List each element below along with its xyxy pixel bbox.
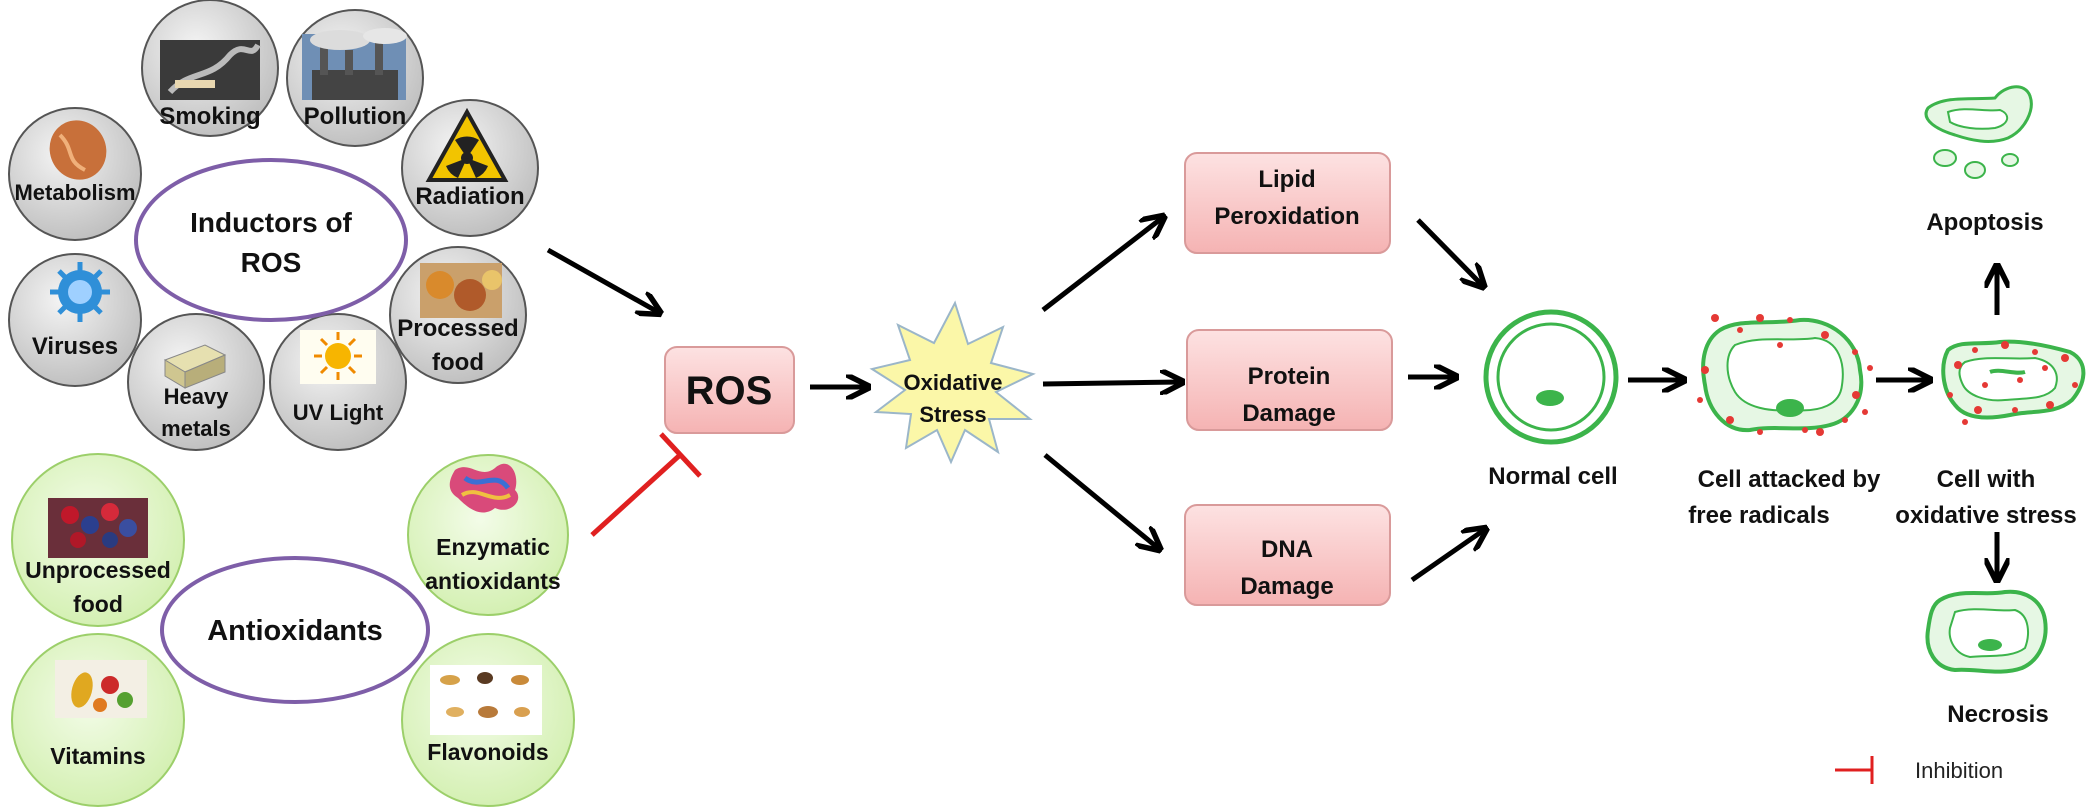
flow-arrows bbox=[546, 218, 1997, 583]
berries-icon bbox=[48, 498, 148, 558]
inductor-label-processed-2: food bbox=[432, 349, 484, 376]
vitamins-icon bbox=[55, 660, 147, 718]
inductor-label-processed: Processed bbox=[397, 315, 518, 342]
attacked-cell-label-2: free radicals bbox=[1688, 502, 1829, 529]
antioxidant-label-enzymatic-2: antioxidants bbox=[425, 568, 560, 594]
protein-structure-icon bbox=[449, 463, 519, 513]
legend-inhibition: Inhibition bbox=[1835, 756, 2003, 784]
inductor-label-heavy-2: metals bbox=[161, 416, 231, 441]
damage-dna-line1: DNA bbox=[1261, 536, 1313, 563]
arrow-stress-to-dna bbox=[1043, 453, 1158, 548]
antioxidants-title: Antioxidants bbox=[160, 556, 430, 704]
inductor-uv-light: UV Light bbox=[269, 313, 407, 451]
oxidative-stress-star: Oxidative Stress bbox=[869, 300, 1036, 465]
inductors-title-line1: Inductors of bbox=[190, 207, 352, 238]
arrow-stress-to-protein bbox=[1042, 382, 1180, 384]
damage-protein-line1: Protein bbox=[1248, 363, 1331, 390]
metal-bars-icon bbox=[163, 344, 227, 389]
inductor-radiation: Radiation bbox=[401, 99, 539, 237]
inductors-title-line2: ROS bbox=[241, 247, 302, 278]
inductors-title: Inductors of ROS bbox=[134, 158, 408, 322]
ros-box: ROS bbox=[664, 346, 795, 434]
antioxidant-label-vitamins: Vitamins bbox=[50, 743, 145, 769]
damage-lipid-line1: Lipid bbox=[1258, 166, 1315, 193]
attacked-cell-label-1: Cell attacked by bbox=[1698, 466, 1881, 493]
inductor-label-viruses: Viruses bbox=[32, 333, 118, 360]
arrow-dna-to-cell bbox=[1410, 530, 1484, 583]
damage-protein-line2: Damage bbox=[1242, 400, 1335, 427]
inhibition-legend-label: Inhibition bbox=[1915, 758, 2003, 783]
flavonoids-icon bbox=[430, 665, 542, 735]
inductor-viruses: Viruses bbox=[8, 253, 142, 387]
inductor-label-heavy: Heavy bbox=[164, 384, 230, 409]
arrow-inductors-to-ros bbox=[546, 247, 658, 312]
damage-protein-box: Protein Damage bbox=[1186, 329, 1393, 431]
damage-lipid-line2: Peroxidation bbox=[1214, 203, 1359, 230]
ros-label: ROS bbox=[686, 369, 773, 413]
normal-cell-label: Normal cell bbox=[1488, 463, 1617, 490]
damage-lipid-box: Lipid Peroxidation bbox=[1184, 152, 1391, 254]
inductor-processed-food: Processed food bbox=[389, 246, 527, 384]
oxidative-stress-line2: Stress bbox=[919, 402, 986, 427]
damage-dna-line2: Damage bbox=[1240, 573, 1333, 600]
oxidative-stress-line1: Oxidative bbox=[903, 370, 1002, 395]
apoptosis-cell-icon bbox=[1924, 85, 2033, 179]
virus-icon bbox=[50, 262, 110, 322]
arrow-stress-to-lipid bbox=[1041, 218, 1162, 312]
inductor-smoking: Smoking bbox=[141, 0, 279, 137]
apoptosis-label: Apoptosis bbox=[1926, 209, 2043, 236]
antioxidant-label-enzymatic: Enzymatic bbox=[436, 534, 550, 560]
damage-dna-box: DNA Damage bbox=[1184, 504, 1391, 606]
antioxidant-label-unprocessed-2: food bbox=[73, 591, 123, 617]
antioxidant-vitamins: Vitamins bbox=[11, 633, 185, 807]
antioxidant-flavonoids: Flavonoids bbox=[401, 633, 575, 807]
stressed-cell-icon bbox=[1941, 339, 2086, 425]
necrosis-label: Necrosis bbox=[1947, 701, 2048, 728]
inductor-label-pollution: Pollution bbox=[304, 103, 407, 130]
inductor-pollution: Pollution bbox=[286, 9, 424, 147]
inductor-label-metabolism: Metabolism bbox=[14, 180, 135, 205]
stressed-cell-label-2: oxidative stress bbox=[1895, 502, 2076, 529]
antioxidant-label-flavonoids: Flavonoids bbox=[427, 739, 548, 765]
radiation-icon bbox=[425, 107, 509, 182]
necrosis-cell-icon bbox=[1925, 589, 2048, 674]
smoking-icon bbox=[160, 40, 261, 100]
processed-food-icon bbox=[420, 263, 502, 318]
uv-sun-icon bbox=[300, 330, 376, 384]
inductors-group: Smoking Pollution Metabolism bbox=[8, 0, 539, 451]
antioxidants-group: Unprocessed food Enzymatic antioxidants … bbox=[11, 453, 575, 807]
inductor-label-radiation: Radiation bbox=[415, 183, 524, 210]
factory-icon bbox=[302, 28, 407, 100]
stressed-cell-label-1: Cell with bbox=[1937, 466, 2036, 493]
normal-cell-icon bbox=[1483, 309, 1619, 445]
inductor-metabolism: Metabolism bbox=[8, 107, 142, 241]
antioxidant-unprocessed-food: Unprocessed food bbox=[11, 453, 185, 627]
inductor-label-smoking: Smoking bbox=[159, 103, 260, 130]
inductor-label-uv: UV Light bbox=[293, 400, 384, 425]
inhibition-symbol bbox=[590, 432, 702, 537]
arrow-lipid-to-cell bbox=[1416, 218, 1482, 285]
antioxidant-label-unprocessed: Unprocessed bbox=[25, 557, 171, 583]
attacked-cell-icon bbox=[1697, 314, 1873, 436]
mitochondria-icon bbox=[49, 120, 107, 180]
antioxidant-enzymatic: Enzymatic antioxidants bbox=[407, 454, 569, 616]
inductor-heavy-metals: Heavy metals bbox=[127, 313, 265, 451]
antioxidants-title-text: Antioxidants bbox=[207, 615, 383, 647]
